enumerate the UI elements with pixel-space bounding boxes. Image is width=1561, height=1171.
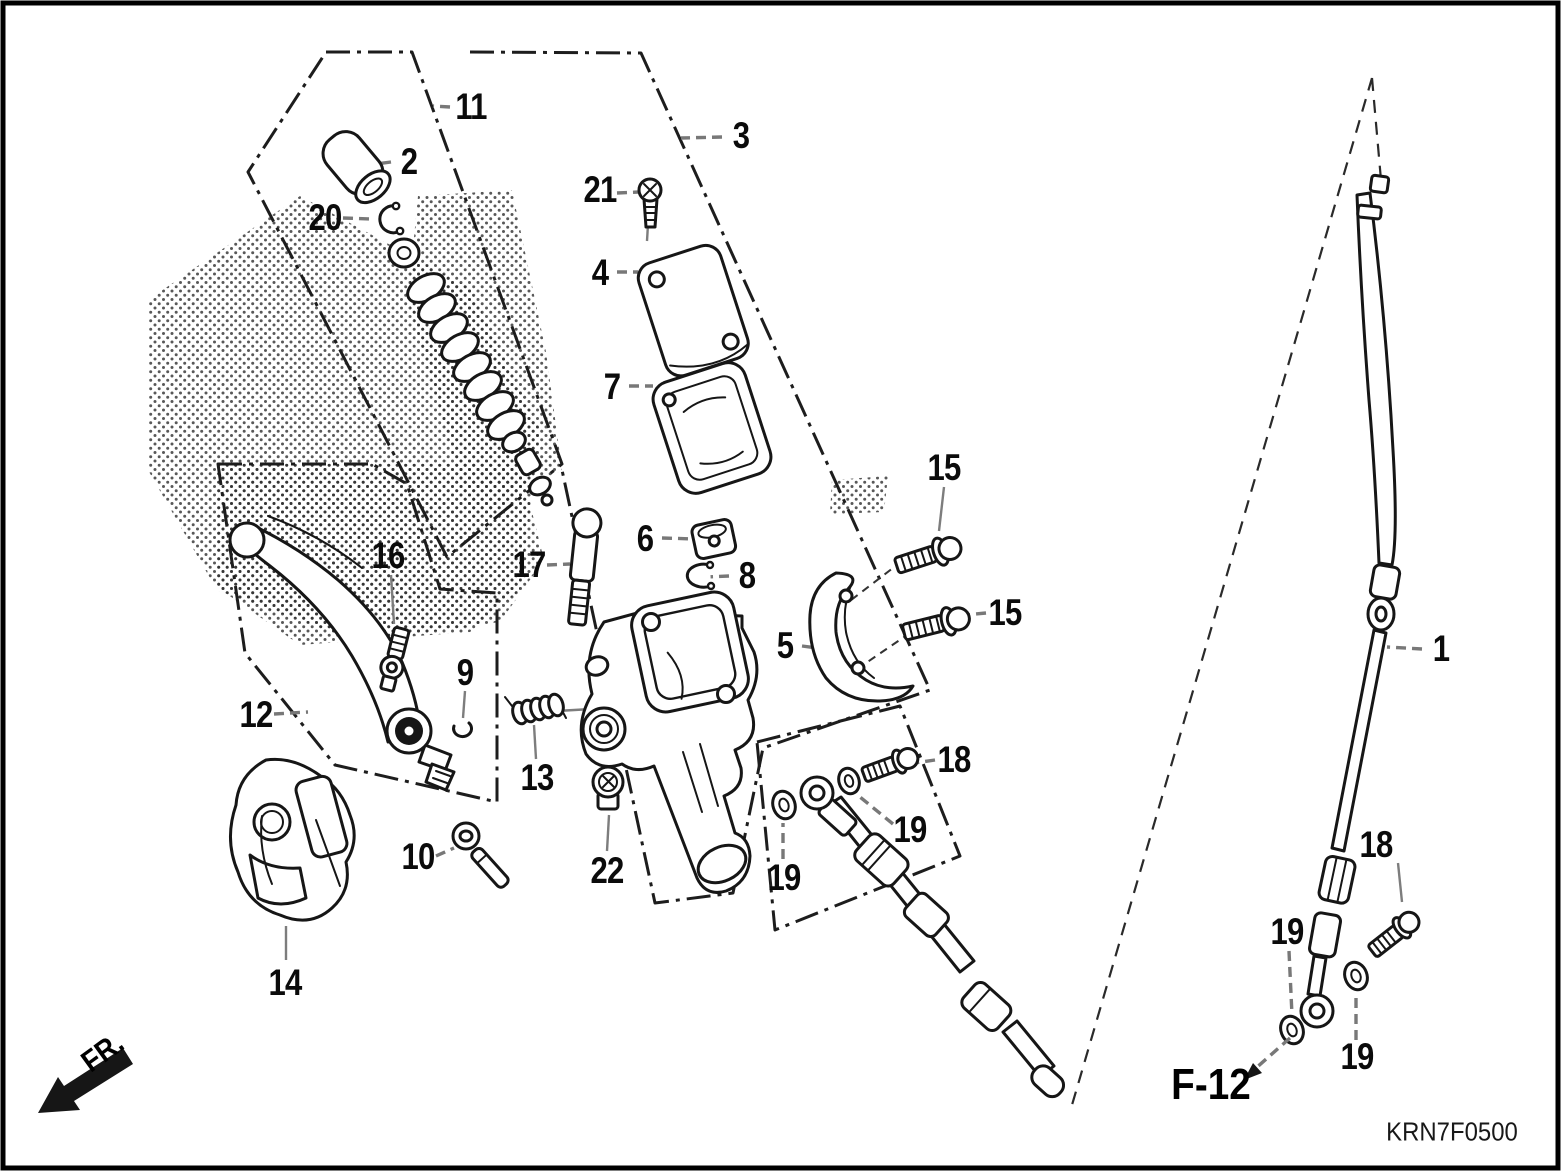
adjuster-16 bbox=[379, 626, 411, 693]
diaphragm-plate-7 bbox=[651, 361, 773, 495]
part-label-17: 17 bbox=[512, 544, 547, 585]
part-label-10: 10 bbox=[401, 836, 436, 877]
f12-reference-arrow bbox=[1244, 1036, 1292, 1080]
brake-hose-1 bbox=[1299, 173, 1402, 1029]
part-label-19-2: 19 bbox=[893, 809, 928, 850]
bolt-15-lower bbox=[901, 606, 971, 642]
snap-ring-20-part bbox=[378, 204, 402, 235]
cover-screw-21 bbox=[637, 177, 663, 229]
part-label-13: 13 bbox=[520, 757, 555, 798]
part-label-2: 2 bbox=[400, 141, 418, 182]
part-label-22: 22 bbox=[590, 850, 625, 891]
pivot-bolt-10 bbox=[451, 821, 510, 889]
bolt-15-upper bbox=[893, 536, 963, 575]
part-label-6: 6 bbox=[636, 518, 654, 559]
assembly-outline-3 bbox=[469, 50, 932, 905]
drawing-code: KRN7F0500 bbox=[1386, 1116, 1518, 1147]
piston-spring bbox=[406, 272, 554, 507]
kit-outline-11 bbox=[246, 50, 564, 559]
ring-9 bbox=[452, 721, 474, 739]
part-label-15-1: 15 bbox=[927, 447, 962, 488]
part-label-19-1: 19 bbox=[767, 857, 802, 898]
washer-19-upper-left bbox=[771, 789, 797, 821]
part-label-11: 11 bbox=[455, 86, 487, 127]
snap-ring-8 bbox=[685, 560, 716, 591]
hose-assembly-dash-lines bbox=[1070, 77, 1383, 1106]
leader-lines bbox=[273, 104, 1423, 1040]
oil-bolt-18-upper bbox=[860, 747, 920, 783]
dust-cover-14 bbox=[228, 757, 356, 922]
lever-outline bbox=[216, 462, 499, 804]
pivot-bolt-22 bbox=[591, 765, 625, 811]
washer-19-lower-left bbox=[1279, 1014, 1305, 1046]
part-label-4: 4 bbox=[591, 252, 609, 293]
part-label-7: 7 bbox=[603, 366, 621, 407]
part-label-15-2: 15 bbox=[988, 592, 1023, 633]
master-cylinder-body bbox=[579, 590, 759, 894]
lower-hose bbox=[799, 775, 1066, 1099]
banjo-outline bbox=[755, 704, 962, 932]
part-label-12: 12 bbox=[239, 694, 274, 735]
part-label-9: 9 bbox=[456, 652, 474, 693]
part-label-1: 1 bbox=[1432, 628, 1450, 669]
part-label-19-4: 19 bbox=[1340, 1036, 1375, 1077]
part-label-19-3: 19 bbox=[1270, 911, 1305, 952]
part-label-21: 21 bbox=[583, 169, 618, 210]
clamp-5 bbox=[808, 571, 915, 703]
washer-part bbox=[387, 237, 421, 269]
part-label-18-2: 18 bbox=[1359, 824, 1394, 865]
pushrod-17 bbox=[567, 507, 603, 627]
part-label-8: 8 bbox=[738, 555, 756, 596]
nut-6 bbox=[690, 518, 738, 561]
brake-lever-12 bbox=[228, 515, 456, 792]
oil-bolt-18-lower bbox=[1367, 910, 1421, 958]
figure-reference-label: F-12 bbox=[1171, 1060, 1251, 1109]
part-label-20: 20 bbox=[308, 197, 343, 238]
part-label-5: 5 bbox=[776, 625, 794, 666]
washer-19-lower-right bbox=[1343, 960, 1369, 992]
boot-cap bbox=[321, 130, 392, 205]
part-label-18-1: 18 bbox=[937, 739, 972, 780]
part-label-16: 16 bbox=[371, 535, 406, 576]
piston-kit bbox=[321, 130, 554, 507]
front-direction-arrow bbox=[38, 1048, 133, 1113]
part-label-3: 3 bbox=[732, 115, 750, 156]
part-label-14: 14 bbox=[268, 962, 303, 1003]
spring-13 bbox=[504, 692, 567, 726]
washer-19-upper-right bbox=[837, 766, 861, 796]
banjo-eye bbox=[799, 775, 858, 837]
